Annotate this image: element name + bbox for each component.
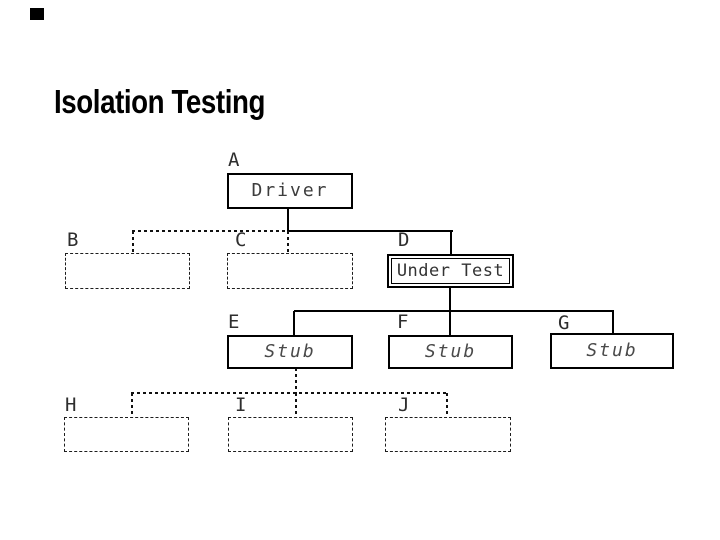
node-label-i: I bbox=[235, 394, 248, 416]
node-box-b bbox=[65, 253, 190, 289]
node-label-b: B bbox=[67, 229, 80, 251]
connector-row2-solid bbox=[288, 230, 453, 232]
connector-driver-down bbox=[287, 208, 289, 231]
connector-drop-c bbox=[287, 231, 289, 253]
connector-row3-solid bbox=[294, 310, 614, 312]
node-label-j: J bbox=[398, 394, 411, 416]
node-label-c: C bbox=[235, 229, 248, 251]
node-label-g: G bbox=[558, 312, 571, 334]
node-label-a: A bbox=[228, 149, 241, 171]
slide-title: Isolation Testing bbox=[54, 83, 266, 121]
node-box-h bbox=[64, 417, 189, 452]
node-box-j bbox=[385, 417, 511, 452]
node-label-h: H bbox=[65, 394, 78, 416]
stub-e-box-text: Stub bbox=[264, 341, 316, 362]
node-label-f: F bbox=[397, 311, 410, 333]
connector-row2-dashed bbox=[132, 230, 288, 232]
connector-drop-j bbox=[446, 393, 448, 417]
node-label-e: E bbox=[228, 311, 241, 333]
connector-drop-i bbox=[295, 393, 297, 417]
node-box-i bbox=[228, 417, 353, 452]
connector-drop-e bbox=[293, 311, 295, 335]
connector-drop-h bbox=[131, 393, 133, 417]
node-box-driver: Driver bbox=[227, 173, 353, 209]
under-test-inner-border: Under Test bbox=[391, 258, 510, 284]
under-test-box-text: Under Test bbox=[396, 260, 505, 281]
connector-drop-d bbox=[450, 231, 452, 254]
connector-stub-e-down bbox=[295, 368, 297, 393]
connector-drop-g bbox=[612, 311, 614, 333]
node-box-under-test: Under Test bbox=[387, 254, 514, 288]
slide-corner-marker bbox=[30, 8, 44, 20]
node-label-d: D bbox=[398, 229, 411, 251]
node-box-stub-g: Stub bbox=[550, 333, 674, 369]
node-box-stub-e: Stub bbox=[227, 335, 353, 369]
stub-g-box-text: Stub bbox=[586, 340, 638, 361]
connector-drop-b bbox=[132, 231, 134, 253]
connector-drop-f bbox=[449, 311, 451, 335]
node-box-c bbox=[227, 253, 353, 289]
connector-row4-dashed bbox=[131, 392, 449, 394]
node-box-stub-f: Stub bbox=[388, 335, 513, 369]
driver-box-text: Driver bbox=[251, 180, 329, 201]
stub-f-box-text: Stub bbox=[424, 341, 477, 362]
connector-undertest-down bbox=[449, 287, 451, 311]
